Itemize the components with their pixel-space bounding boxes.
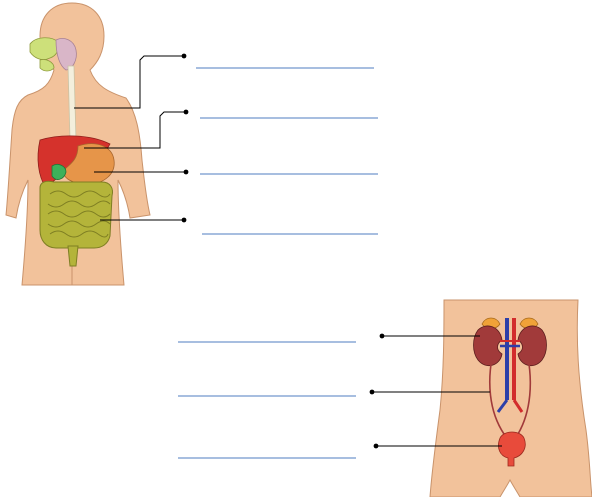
- rectum-shape: [68, 246, 78, 266]
- leader-dot-2: [184, 110, 189, 115]
- kidney-left: [474, 326, 503, 366]
- leader-dot-1: [182, 54, 187, 59]
- leader-dot-7: [374, 444, 379, 449]
- leader-dot-3: [184, 170, 189, 175]
- leader-dot-6: [370, 390, 375, 395]
- urinary-body-silhouette: [430, 300, 592, 497]
- large-intestine-shape: [40, 181, 113, 248]
- kidney-right: [518, 326, 547, 366]
- digestive-answer-blanks[interactable]: [196, 68, 378, 234]
- urinary-figure: [430, 300, 592, 497]
- urinary-leader-dots: [370, 334, 385, 449]
- leader-dot-5: [380, 334, 385, 339]
- leader-dot-4: [182, 218, 187, 223]
- digestive-leader-dots: [182, 54, 189, 223]
- urinary-answer-blanks[interactable]: [178, 342, 356, 458]
- digestive-figure: [6, 3, 150, 285]
